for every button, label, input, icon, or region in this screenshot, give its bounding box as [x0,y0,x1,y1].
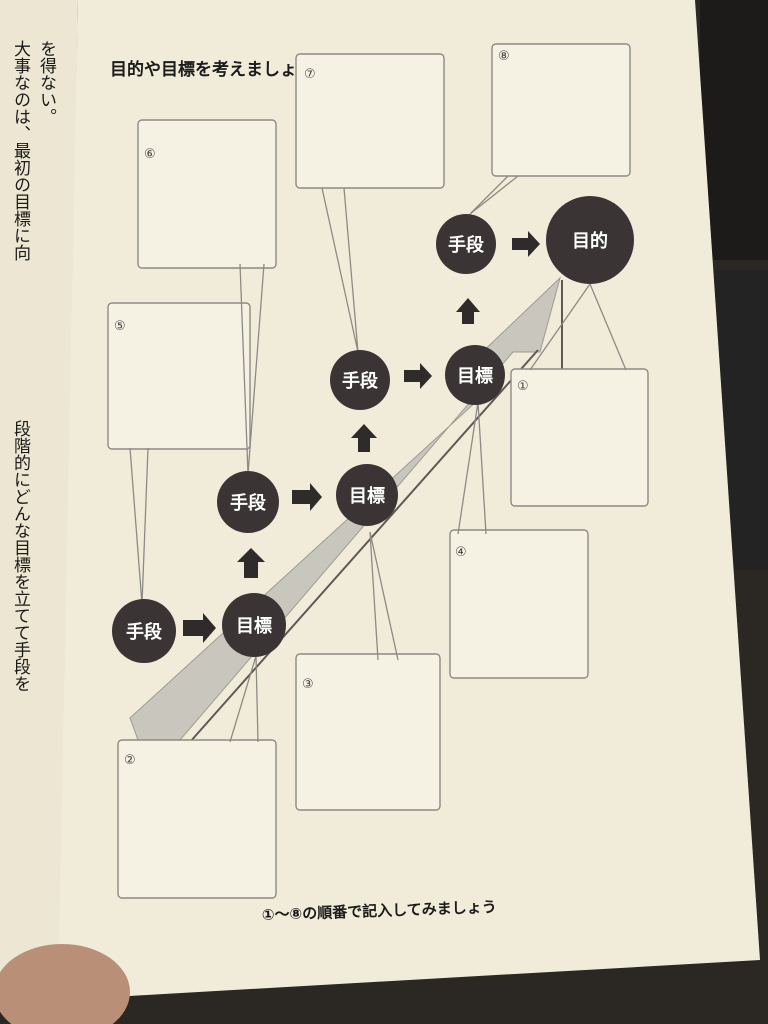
left-page-line-3: 段階的にどんな目標を立てて手段を [10,420,31,692]
box-3 [295,653,441,811]
box-4 [449,529,589,679]
node-target-3 [336,464,398,526]
box-7-number: ⑦ [304,67,316,82]
progress-arrow-shadow-line [189,349,539,743]
left-page [0,0,78,1010]
box-3-number: ③ [302,677,314,692]
box-1-number: ① [517,379,529,394]
box-6 [137,119,277,269]
box-8-number: ⑧ [498,49,510,64]
box-1 [510,368,649,507]
callout-3 [369,531,399,661]
page-title: 目的や目標を考えましょう [110,59,314,80]
left-page-line-2: を得ない。 [36,40,57,125]
thumb [0,944,130,1024]
node-means-3 [330,350,390,410]
node-means-2 [217,471,279,533]
box-5 [107,302,251,450]
arrow-up-3 [456,298,480,324]
box-5-number: ⑤ [114,319,126,334]
node-means-1 [112,599,176,663]
arrow-right-3 [404,363,432,389]
node-means-4 [436,214,496,274]
box-6-number: ⑥ [144,147,156,162]
node-goal-final-label: 目的 [572,230,608,252]
node-target-4-label: 目標 [457,365,493,387]
left-page-line-1: 大事なのは、最初の目標に向 [10,40,31,261]
node-target-3-label: 目標 [349,485,385,507]
node-goal-final [546,196,634,284]
node-target-4 [445,345,505,405]
arrow-right-2 [292,483,322,511]
node-means-2-label: 手段 [230,492,267,514]
node-means-1-label: 手段 [126,621,163,643]
arrow-up-1 [237,548,265,578]
arrow-right-4 [512,231,540,257]
tablet-edge [700,0,768,260]
node-target-2-label: 目標 [236,615,272,637]
box-4-number: ④ [455,545,467,560]
box-2-number: ② [124,753,136,768]
callout-8 [469,175,519,215]
node-means-4-label: 手段 [448,234,485,256]
box-2 [117,739,277,899]
arrow-right-1 [183,613,216,643]
box-8 [491,43,631,177]
node-target-2 [222,593,286,657]
node-means-3-label: 手段 [342,370,379,392]
box-7 [295,53,445,189]
arrow-up-2 [351,424,377,452]
